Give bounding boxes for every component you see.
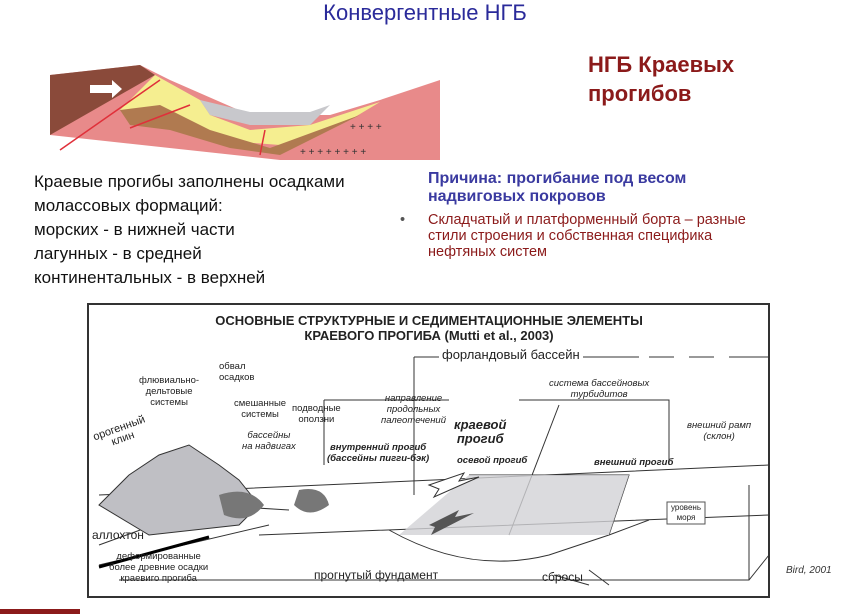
text-line: моря bbox=[676, 513, 696, 522]
label-axial: осевой прогиб bbox=[457, 455, 528, 466]
text-line: обвал bbox=[219, 361, 246, 372]
text-line: Причина: прогибание под весом bbox=[428, 170, 687, 187]
text-line: молассовых формаций: bbox=[34, 196, 223, 215]
label-inner-foredeep: внутренний прогиб(бассейны пигги-бэк) bbox=[327, 442, 429, 464]
text-line: продольных bbox=[386, 404, 441, 415]
section-title-line: прогибов bbox=[588, 81, 692, 106]
text-line: континентальных - в верхней bbox=[34, 268, 266, 287]
text-line: флювиально- bbox=[139, 375, 200, 386]
text-line: более древние осадки bbox=[109, 562, 209, 573]
text-line: дельтовые bbox=[145, 386, 193, 397]
text-line: внутренний прогиб bbox=[329, 442, 427, 453]
text-line: системы bbox=[241, 409, 279, 420]
text-line: направление bbox=[384, 393, 443, 404]
text-line: турбидитов bbox=[570, 389, 628, 400]
text-line: стили строения и собственная специфика bbox=[428, 228, 713, 244]
diagram-title: ОСНОВНЫЕ СТРУКТУРНЫЕ И СЕДИМЕНТАЦИОННЫЕ … bbox=[89, 313, 769, 343]
bullet-icon: • bbox=[400, 212, 406, 228]
text-line: осадков bbox=[219, 372, 255, 383]
text-line: (бассейны пигги-бэк) bbox=[327, 453, 430, 464]
text-line: нефтяных систем bbox=[428, 244, 547, 260]
text-line: морских - в нижней части bbox=[34, 220, 235, 239]
label-faults: сбросы bbox=[542, 570, 583, 584]
footer-accent-bar bbox=[0, 609, 80, 614]
text-line: прогиб bbox=[456, 431, 504, 446]
text-line: оползни bbox=[298, 414, 335, 425]
text-line: система бассейновых bbox=[549, 378, 650, 389]
label-ramp: внешний рамп(склон) bbox=[687, 420, 751, 442]
text-line: внешний рамп bbox=[687, 420, 752, 431]
text-line: КРАЕВОГО ПРОГИБА (Mutti et al., 2003) bbox=[304, 328, 554, 343]
text-line: подводные bbox=[292, 403, 341, 414]
bullet-item: • Складчатый и платформенный борта – раз… bbox=[400, 212, 820, 260]
cause-heading: Причина: прогибание под весом надвиговых… bbox=[428, 170, 686, 206]
text-line: Складчатый и платформенный борта – разны… bbox=[428, 212, 746, 228]
text-line: надвиговых покровов bbox=[428, 188, 606, 205]
text-line: смешанные bbox=[234, 398, 287, 409]
text-line: системы bbox=[150, 397, 188, 408]
figure-credit: Bird, 2001 bbox=[786, 565, 832, 576]
svg-text:+ + + +: + + + + bbox=[350, 122, 382, 133]
text-line: Краевые прогибы заполнены осадками bbox=[34, 172, 345, 191]
label-foreland: форландовый бассейн bbox=[439, 348, 583, 361]
label-outer: внешний прогиб bbox=[594, 457, 674, 468]
text-line: палеотечений bbox=[381, 415, 446, 426]
cross-section-figure: + + + + + + + + + + + + bbox=[50, 65, 440, 160]
text-line: ОСНОВНЫЕ СТРУКТУРНЫЕ И СЕДИМЕНТАЦИОННЫЕ … bbox=[215, 313, 643, 328]
text-line: лагунных - в средней bbox=[34, 244, 202, 263]
text-line: краевой bbox=[454, 417, 507, 432]
label-basement: прогнутый фундамент bbox=[314, 568, 439, 582]
text-line: деформированные bbox=[116, 551, 201, 562]
slide-title: Конвергентные НГБ bbox=[323, 0, 527, 25]
foredeep-diagram: ОСНОВНЫЕ СТРУКТУРНЫЕ И СЕДИМЕНТАЦИОННЫЕ … bbox=[87, 303, 770, 598]
text-line: уровень bbox=[670, 503, 701, 512]
text-line: (склон) bbox=[703, 431, 735, 442]
section-title: НГБ Краевых прогибов bbox=[588, 50, 734, 108]
description-text: Краевые прогибы заполнены осадками молас… bbox=[34, 170, 345, 290]
section-title-line: НГБ Краевых bbox=[588, 52, 735, 77]
diagram-drawing bbox=[98, 356, 769, 586]
text-line: на надвигах bbox=[242, 441, 296, 452]
label-allochthon: аллохтон bbox=[92, 528, 144, 542]
text-line: бассейны bbox=[247, 430, 291, 441]
svg-text:+ + + + + + + +: + + + + + + + + bbox=[300, 147, 366, 158]
text-line: краевиго прогиба bbox=[120, 573, 197, 584]
